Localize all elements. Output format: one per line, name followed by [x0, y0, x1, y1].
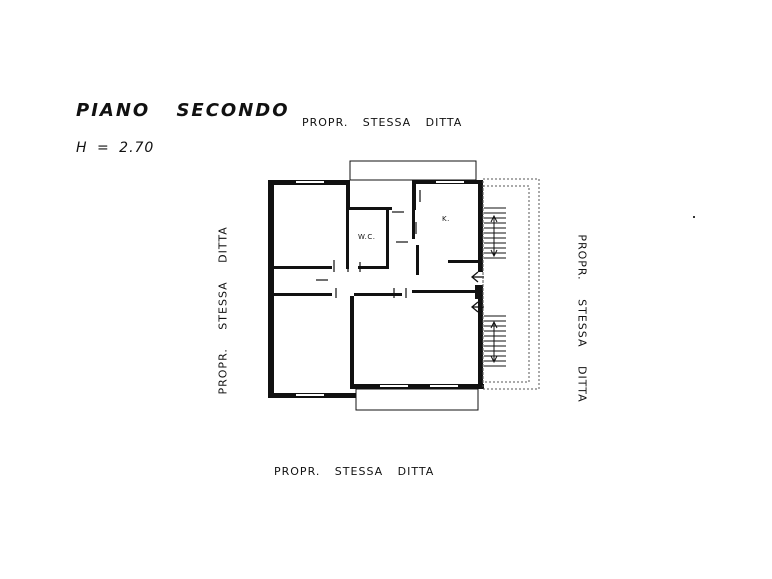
- wall-wc-top: [346, 207, 392, 210]
- wall-wc-bottom: [358, 266, 389, 269]
- neighbor-label-top: PROPR. STESSA DITTA: [302, 116, 463, 129]
- wall-corridor-bottom-mid: [354, 293, 402, 296]
- stair-steps-lower: [484, 315, 506, 367]
- wall-corridor-bottom-right: [412, 290, 478, 293]
- wall-kitchen-left: [412, 207, 415, 239]
- wall-top-mid: [346, 180, 350, 210]
- wall-step-bottom: [350, 296, 354, 389]
- stray-mark: [693, 216, 695, 218]
- balcony-bottom: [355, 388, 479, 411]
- balconies: [349, 160, 479, 411]
- wall-right-upper: [478, 180, 483, 272]
- wall-right-lower: [478, 296, 483, 389]
- room-label-kitchen: K.: [442, 215, 450, 223]
- walls: [268, 180, 484, 398]
- wall-left: [268, 180, 274, 398]
- room-label-wc: W.C.: [358, 233, 376, 241]
- wall-kitchen-bottom: [448, 260, 478, 263]
- windows: [296, 181, 464, 396]
- wall-corridor-top-left: [274, 266, 332, 269]
- stair-steps-upper: [484, 207, 506, 259]
- wall-kitchen-left-top: [412, 180, 416, 210]
- balcony-top: [349, 160, 477, 181]
- wall-kitchen-left-low: [416, 245, 419, 275]
- door-marks: [316, 190, 421, 298]
- wall-bottom-right: [350, 384, 484, 389]
- wall-wc-left: [346, 207, 349, 269]
- wall-corridor-bottom-left: [274, 293, 332, 296]
- ceiling-height-label: H = 2.70: [76, 140, 155, 156]
- stair-direction: [490, 214, 498, 364]
- wall-wc-right: [386, 207, 389, 269]
- floor-title: PIANO SECONDO: [76, 100, 290, 121]
- neighbor-label-bottom: PROPR. STESSA DITTA: [274, 465, 435, 478]
- wall-right-stub: [475, 285, 483, 299]
- staircase-outline: [482, 178, 540, 390]
- entry-arrows: [470, 271, 484, 313]
